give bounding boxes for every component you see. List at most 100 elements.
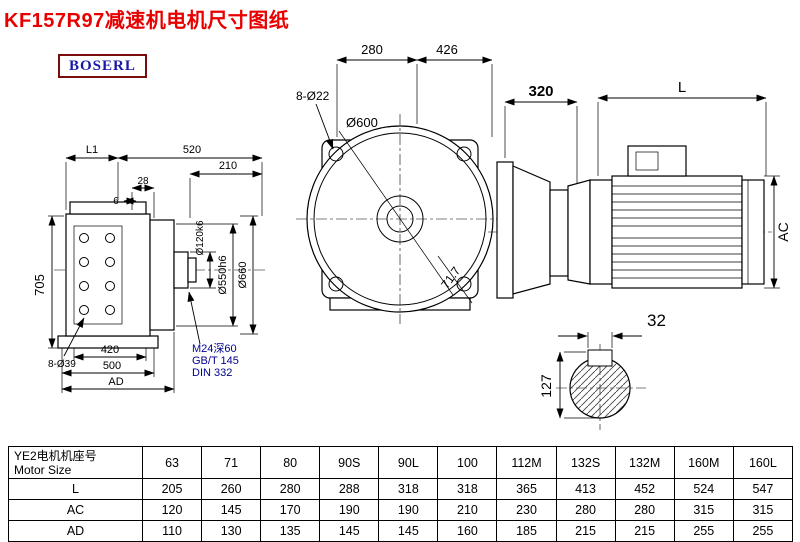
motor-dimension-table: YE2电机机座号 Motor Size 63 71 80 90S 90L 100…	[8, 446, 794, 542]
shaft-section-circle	[569, 357, 631, 419]
dim-520: 520	[183, 144, 201, 156]
size-col-header: 112M	[496, 446, 557, 479]
chamfer-edge-line	[437, 255, 473, 304]
motor-side-view: 320 L AC	[488, 79, 791, 299]
table-cell: 190	[319, 499, 380, 521]
adapter-cone	[567, 179, 591, 285]
thread-note-line1: M24深60	[192, 342, 237, 355]
bolt-field-outline	[73, 225, 123, 325]
brand-logo: BOSERL	[58, 54, 147, 78]
output-flange	[149, 219, 175, 331]
dim-28: 28	[137, 176, 149, 187]
table-cell: 130	[201, 520, 262, 542]
table-cell: 120	[141, 499, 203, 521]
gear-housing-body	[65, 213, 151, 337]
shaft-extension-lines	[564, 332, 613, 419]
dim-L: L	[678, 79, 686, 96]
dia-600-label: Ø600	[346, 115, 378, 130]
table-row-AD: AD 110 130 135 145 145 160 185 215 215 2…	[8, 520, 794, 542]
table-row-L: L 205 260 280 288 318 318 365 413 452 52…	[8, 478, 794, 500]
gearbox-housing-cone	[512, 165, 551, 295]
table-cell: 413	[555, 478, 616, 500]
thread-note-line2: GB/T 145	[192, 355, 239, 367]
bolt-39-label: 8-Ø39	[48, 359, 76, 370]
table-cell: 255	[732, 520, 794, 542]
keyway-mask	[588, 350, 612, 366]
dim-32: 32	[647, 311, 666, 330]
table-cell: 524	[673, 478, 734, 500]
housing-top-step	[69, 201, 147, 215]
row-label-L: L	[8, 478, 143, 500]
size-col-header: 80	[260, 446, 321, 479]
table-cell: 210	[437, 499, 498, 521]
adapter-ring	[549, 189, 569, 277]
table-cell: 318	[378, 478, 439, 500]
motor-flange	[589, 179, 613, 285]
shaft-section-view: 32 127	[538, 311, 666, 430]
table-cell: 365	[496, 478, 557, 500]
table-cell: 547	[732, 478, 794, 500]
gearbox-flange	[496, 161, 514, 299]
table-cell: 170	[260, 499, 321, 521]
thread-note-line3: DIN 332	[192, 367, 232, 379]
dim-500: 500	[103, 360, 121, 372]
table-cell: 280	[614, 499, 675, 521]
motor-fins	[612, 185, 742, 279]
dim-AC: AC	[775, 222, 791, 241]
table-header-row: YE2电机机座号 Motor Size 63 71 80 90S 90L 100…	[8, 446, 794, 479]
size-col-header: 160L	[732, 446, 794, 479]
table-cell: 315	[732, 499, 794, 521]
dim-6: 6	[113, 196, 119, 207]
dia-660-label: Ø660	[237, 262, 249, 289]
size-col-header: 132S	[555, 446, 616, 479]
motor-size-header-en: Motor Size	[14, 462, 72, 477]
dim-210: 210	[219, 160, 237, 172]
table-cell: 160	[437, 520, 498, 542]
size-col-header: 90S	[319, 446, 380, 479]
dia-550-label: Ø550h6	[217, 255, 229, 294]
front-view: Ø600 71.7 8-Ø22 280 426	[296, 42, 504, 324]
size-col-header: 100	[437, 446, 498, 479]
table-cell: 185	[496, 520, 557, 542]
table-cell: 280	[555, 499, 616, 521]
keyway-outline	[587, 349, 613, 367]
table-cell: 255	[673, 520, 734, 542]
bolt-pattern-label: 8-Ø22	[296, 89, 330, 103]
motor-extension-lines	[504, 102, 780, 289]
size-col-header: 160M	[673, 446, 734, 479]
table-cell: 110	[141, 520, 203, 542]
row-label-AD: AD	[8, 520, 143, 542]
dim-320: 320	[528, 83, 553, 100]
terminal-box	[627, 145, 687, 177]
technical-drawing: Ø600 71.7 8-Ø22 280 426	[32, 42, 791, 430]
row-label-AC: AC	[8, 499, 143, 521]
table-cell: 135	[260, 520, 321, 542]
dim-127: 127	[538, 374, 554, 398]
bolt-39-leader	[63, 317, 85, 357]
table-cell: 318	[437, 478, 498, 500]
dim-L1: L1	[86, 144, 98, 156]
table-cell: 260	[201, 478, 262, 500]
table-cell: 205	[141, 478, 203, 500]
flange-bolt-holes	[328, 146, 472, 292]
table-cell: 145	[319, 520, 380, 542]
fan-cover	[741, 179, 765, 285]
left-side-view: L1 520 210 28 6 705 Ø120k6 Ø550h6 Ø660 M…	[32, 144, 268, 393]
dim-280: 280	[361, 42, 383, 57]
table-cell: 145	[378, 520, 439, 542]
table-cell: 190	[378, 499, 439, 521]
motor-size-header-cn: YE2电机机座号	[14, 448, 97, 463]
table-cell: 215	[555, 520, 616, 542]
thread-leader-line	[187, 291, 201, 345]
brand-logo-text: BOSERL	[69, 58, 136, 74]
terminal-box-detail	[635, 151, 659, 171]
table-cell: 288	[319, 478, 380, 500]
front-extension-lines	[336, 64, 493, 137]
dim-AD: AD	[108, 376, 123, 388]
page-title: KF157R97减速机电机尺寸图纸	[4, 10, 290, 32]
size-col-header: 63	[141, 446, 203, 479]
table-cell: 145	[201, 499, 262, 521]
diameter-leader-line	[338, 130, 454, 296]
dia-120-label: Ø120k6	[195, 220, 206, 255]
table-cell: 215	[614, 520, 675, 542]
